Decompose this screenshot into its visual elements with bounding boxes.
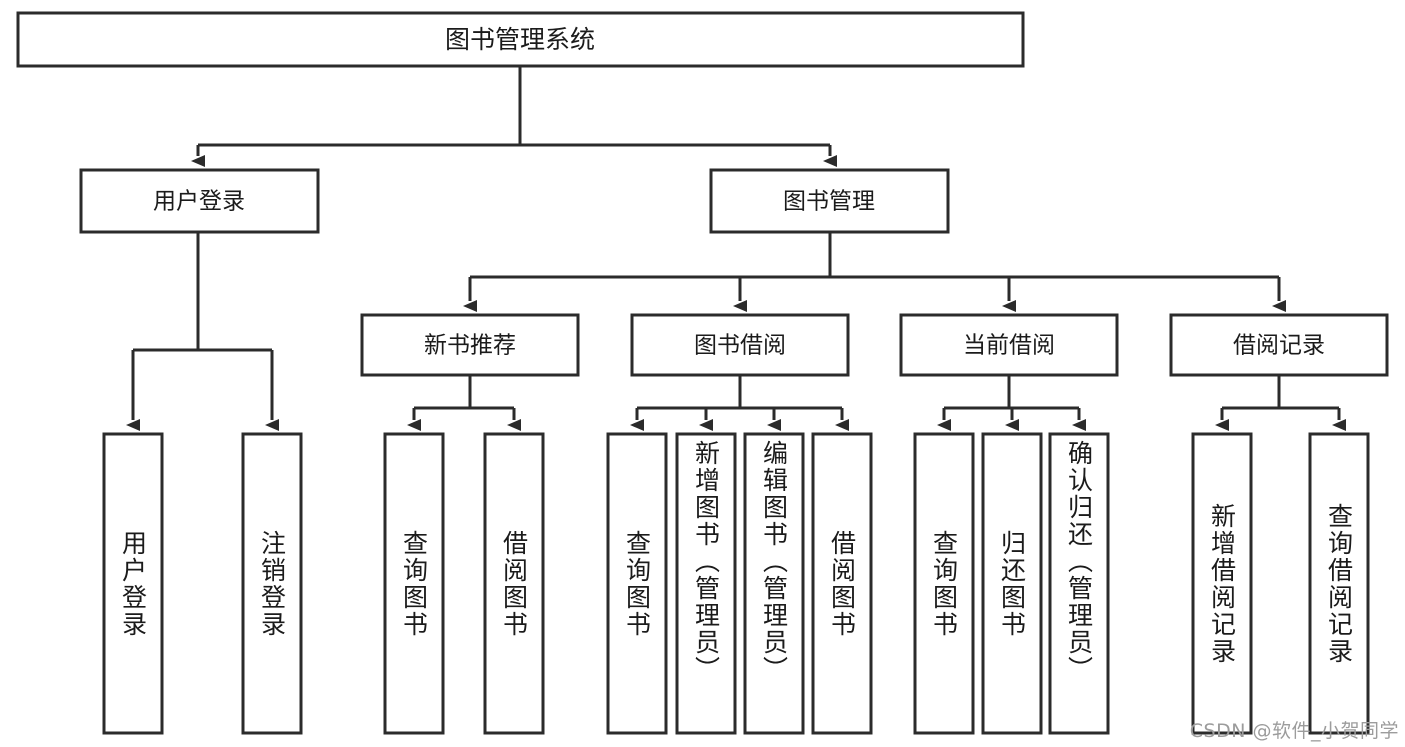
leaf-box-query-borrow-record[interactable] — [1308, 432, 1370, 735]
connectors-new-book-recommend-to-leaves — [407, 375, 521, 431]
connectors-root-to-level2 — [191, 66, 837, 167]
node-user-login[interactable]: 用户登录 — [79, 168, 320, 234]
leaf-box-user-login[interactable] — [102, 432, 164, 735]
node-current-borrow-label: 当前借阅 — [963, 333, 1055, 359]
leaf-box-query-book-cb[interactable] — [913, 432, 975, 735]
connectors-user-login-to-leaves — [126, 232, 279, 431]
node-root-box[interactable] — [16, 11, 1025, 68]
leaf-box-confirm-return-admin[interactable] — [1048, 432, 1110, 735]
node-borrow-records-box[interactable] — [1169, 313, 1389, 377]
leaf-box-add-book-admin[interactable] — [675, 432, 737, 735]
leaf-box-add-borrow-record[interactable] — [1191, 432, 1253, 735]
node-new-book-recommend[interactable]: 新书推荐 — [360, 313, 580, 377]
node-current-borrow[interactable]: 当前借阅 — [899, 313, 1119, 377]
leaf-box-logout[interactable] — [241, 432, 303, 735]
node-user-login-box[interactable] — [79, 168, 320, 234]
leaf-box-borrow-book-nbr[interactable] — [483, 432, 545, 735]
leaf-box-query-book-nbr[interactable] — [383, 432, 445, 735]
watermark-text: CSDN @软件_小贺同学 — [1189, 720, 1399, 742]
node-new-book-recommend-label: 新书推荐 — [424, 333, 516, 359]
node-current-borrow-box[interactable] — [899, 313, 1119, 377]
node-book-management[interactable]: 图书管理 — [709, 168, 950, 234]
connectors-book-borrow-to-leaves — [630, 375, 849, 431]
leaf-box-edit-book-admin[interactable] — [743, 432, 805, 735]
leaf-box-return-book[interactable] — [981, 432, 1043, 735]
connectors-borrow-records-to-leaves — [1215, 375, 1346, 431]
connectors-book-management-to-level3 — [463, 232, 1286, 312]
leaf-box-borrow-book-bb[interactable] — [811, 432, 873, 735]
node-book-borrow[interactable]: 图书借阅 — [630, 313, 850, 377]
node-book-borrow-box[interactable] — [630, 313, 850, 377]
node-book-management-label: 图书管理 — [783, 189, 875, 215]
node-borrow-records-label: 借阅记录 — [1233, 333, 1325, 359]
leaf-box-query-book-bb[interactable] — [606, 432, 668, 735]
node-borrow-records[interactable]: 借阅记录 — [1169, 313, 1389, 377]
node-user-login-label: 用户登录 — [153, 189, 245, 215]
node-root[interactable]: 图书管理系统 — [16, 11, 1025, 68]
node-book-management-box[interactable] — [709, 168, 950, 234]
connectors-current-borrow-to-leaves — [937, 375, 1086, 431]
node-root-label: 图书管理系统 — [445, 25, 595, 54]
node-new-book-recommend-box[interactable] — [360, 313, 580, 377]
node-book-borrow-label: 图书借阅 — [694, 333, 786, 359]
